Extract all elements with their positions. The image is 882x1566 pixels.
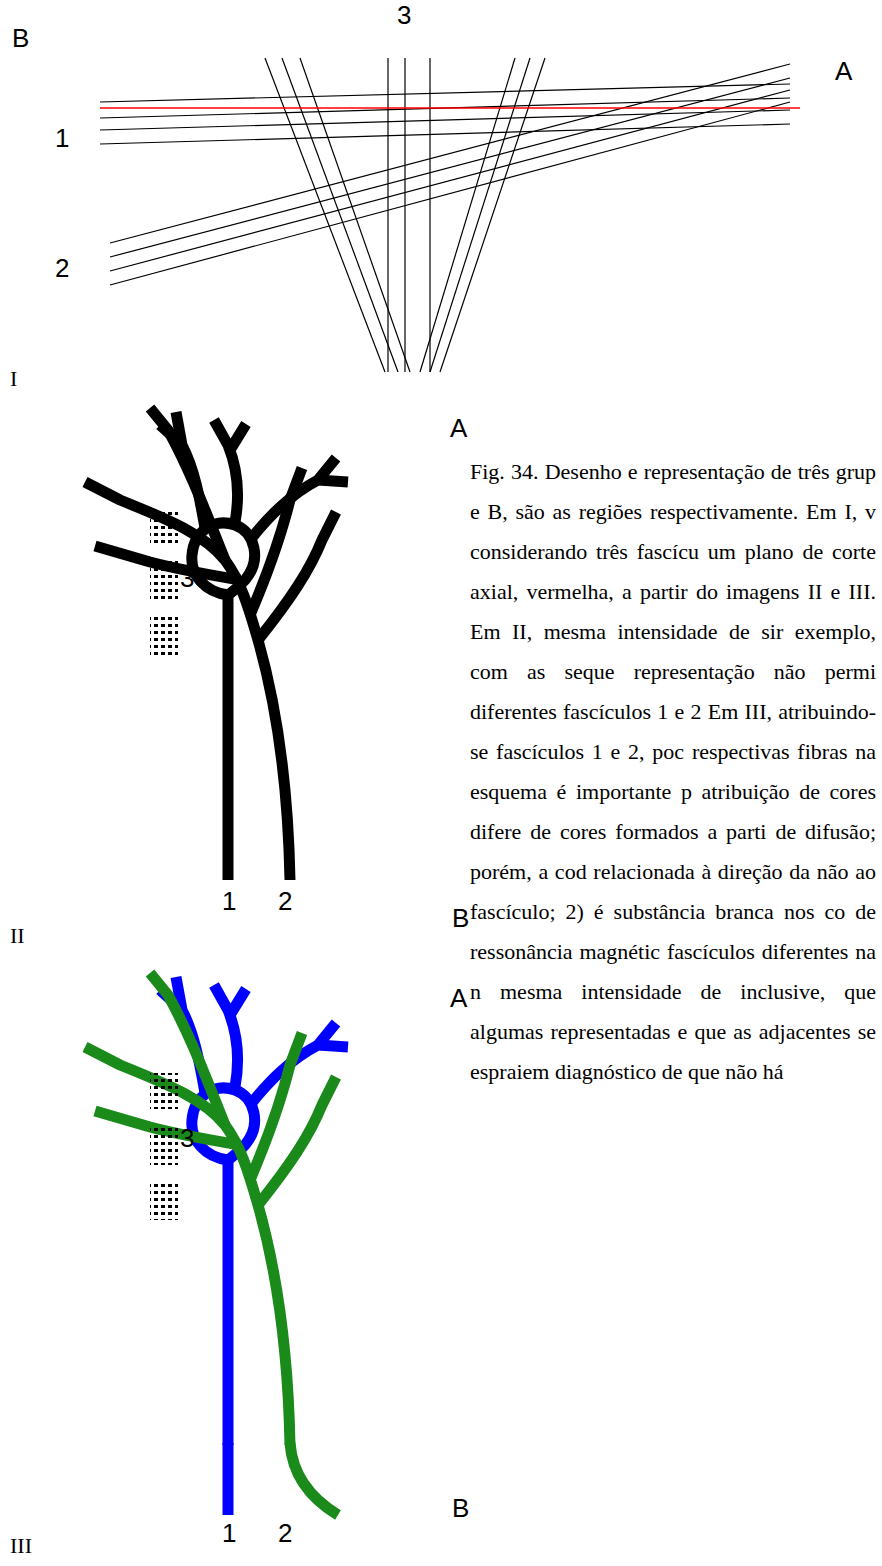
group-number: 1 (55, 125, 69, 151)
figure-caption: Fig. 34. Desenho e representação de três… (470, 452, 876, 1092)
fascicle-number: 1 (222, 888, 236, 914)
region-letter: A (450, 985, 467, 1011)
region-letter: B (452, 1495, 469, 1521)
group-number: 2 (55, 255, 69, 281)
fascicle-number: 1 (222, 1520, 236, 1546)
fascicle-number: 2 (278, 888, 292, 914)
group-number: 3 (397, 2, 411, 28)
group-number: 3 (180, 1125, 194, 1151)
region-letter: A (450, 415, 467, 441)
region-letter: A (835, 58, 852, 84)
group-number: 3 (180, 565, 194, 591)
panel-numeral: III (10, 1535, 32, 1557)
region-letter: B (452, 905, 469, 931)
panel-numeral: I (10, 368, 17, 390)
panel-numeral: II (10, 925, 25, 947)
region-letter: B (12, 25, 29, 51)
fascicle-number: 2 (278, 1520, 292, 1546)
